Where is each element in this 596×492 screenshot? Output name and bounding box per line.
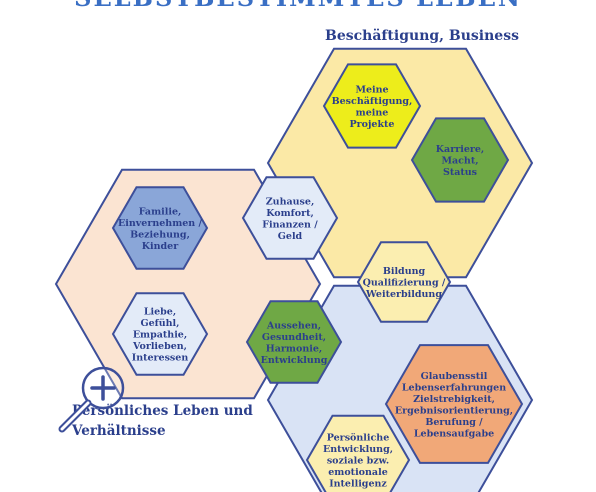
hexagon-label-line: Gesundheit, — [262, 332, 326, 343]
hexagon-label-line: Beschäftigung, — [332, 96, 413, 107]
hexagon-label-line: Berufung / — [425, 417, 483, 428]
hexagon-label-line: Komfort, — [266, 208, 314, 219]
personal-region-label-line2: Verhältnisse — [71, 423, 166, 439]
svg-text:Aussehen,Gesundheit,Harmonie,E: Aussehen,Gesundheit,Harmonie,Entwicklung — [261, 320, 328, 366]
hexagon-label-line: Lebensaufgabe — [414, 428, 494, 439]
hexagon-label-line: Ergebnisorientierung, — [395, 405, 513, 416]
hexagon-label-line: Beziehung, — [130, 229, 190, 240]
hexagon-aussehen: Aussehen,Gesundheit,Harmonie,Entwicklung — [245, 300, 343, 384]
hexagon-karriere: Karriere,Macht,Status — [410, 117, 510, 203]
hexagon-label-line: Einvernehmen / — [118, 218, 202, 229]
hexagon-label-line: Persönliche — [327, 433, 389, 444]
hexagon-label-line: Macht, — [441, 156, 478, 167]
hexagon-label-line: Meine — [355, 84, 388, 95]
hexagon-label-line: meine — [356, 107, 389, 118]
hexagon-label-line: Qualifizierung / — [363, 278, 446, 289]
hexagon-label-line: Gefühl, — [141, 318, 180, 329]
hexagon-label-line: Zuhause, — [266, 196, 315, 207]
hexagon-label-line: Familie, — [139, 206, 182, 217]
hexagon-zuhause: Zuhause,Komfort,Finanzen /Geld — [241, 176, 339, 260]
hexagon-label-line: Interessen — [132, 353, 189, 364]
hexagon-label-line: Entwicklung, — [323, 444, 393, 455]
hexagon-label-line: Vorlieben, — [132, 341, 187, 352]
hexagon-label-line: Aussehen, — [266, 320, 321, 331]
hexagon-label-line: Finanzen / — [262, 219, 318, 230]
hexagon-label-line: Kinder — [142, 241, 179, 252]
svg-text:Liebe,Gefühl,Empathie,Vorliebe: Liebe,Gefühl,Empathie,Vorlieben,Interess… — [132, 307, 189, 364]
hexagon-label-line: Weiterbildung — [365, 289, 442, 300]
hexagon-liebe: Liebe,Gefühl,Empathie,Vorlieben,Interess… — [111, 292, 209, 376]
zoom-in-icon[interactable] — [58, 366, 125, 433]
hexagon-label-line: Projekte — [350, 119, 395, 130]
hexagon-label-line: Geld — [278, 231, 303, 242]
hexagon-label-line: emotionale — [328, 467, 387, 478]
diagram-title: SELBSTBESTIMMTES LEBEN — [74, 0, 522, 12]
hexagon-label-line: Harmonie, — [266, 343, 322, 354]
hexagon-label-line: Lebenserfahrungen — [402, 382, 506, 393]
hexagon-label-line: Liebe, — [144, 307, 176, 318]
svg-text:Karriere,Macht,Status: Karriere,Macht,Status — [436, 144, 484, 178]
hexagon-label-line: soziale bzw. — [327, 456, 389, 467]
hexagon-label-line: Intelligenz — [329, 479, 387, 490]
hexagon-label-line: Empathie, — [133, 330, 187, 341]
hexagon-label-line: Status — [443, 167, 477, 178]
svg-text:Familie,Einvernehmen /Beziehun: Familie,Einvernehmen /Beziehung,Kinder — [118, 206, 202, 252]
hexagon-label-line: Zielstrebigkeit, — [413, 394, 495, 405]
hexagon-label-line: Karriere, — [436, 144, 484, 155]
hexagon-label-line: Entwicklung — [261, 355, 328, 366]
business-region-label: Beschäftigung, Business — [325, 28, 519, 44]
hexagon-label-line: Bildung — [383, 266, 426, 277]
svg-text:Zuhause,Komfort,Finanzen /Geld: Zuhause,Komfort,Finanzen /Geld — [262, 196, 318, 242]
hexagon-label-line: Glaubensstil — [421, 371, 488, 382]
personal-region-label-line1: Persönliches Leben und — [72, 403, 253, 419]
hexagon-familie: Familie,Einvernehmen /Beziehung,Kinder — [111, 186, 209, 270]
